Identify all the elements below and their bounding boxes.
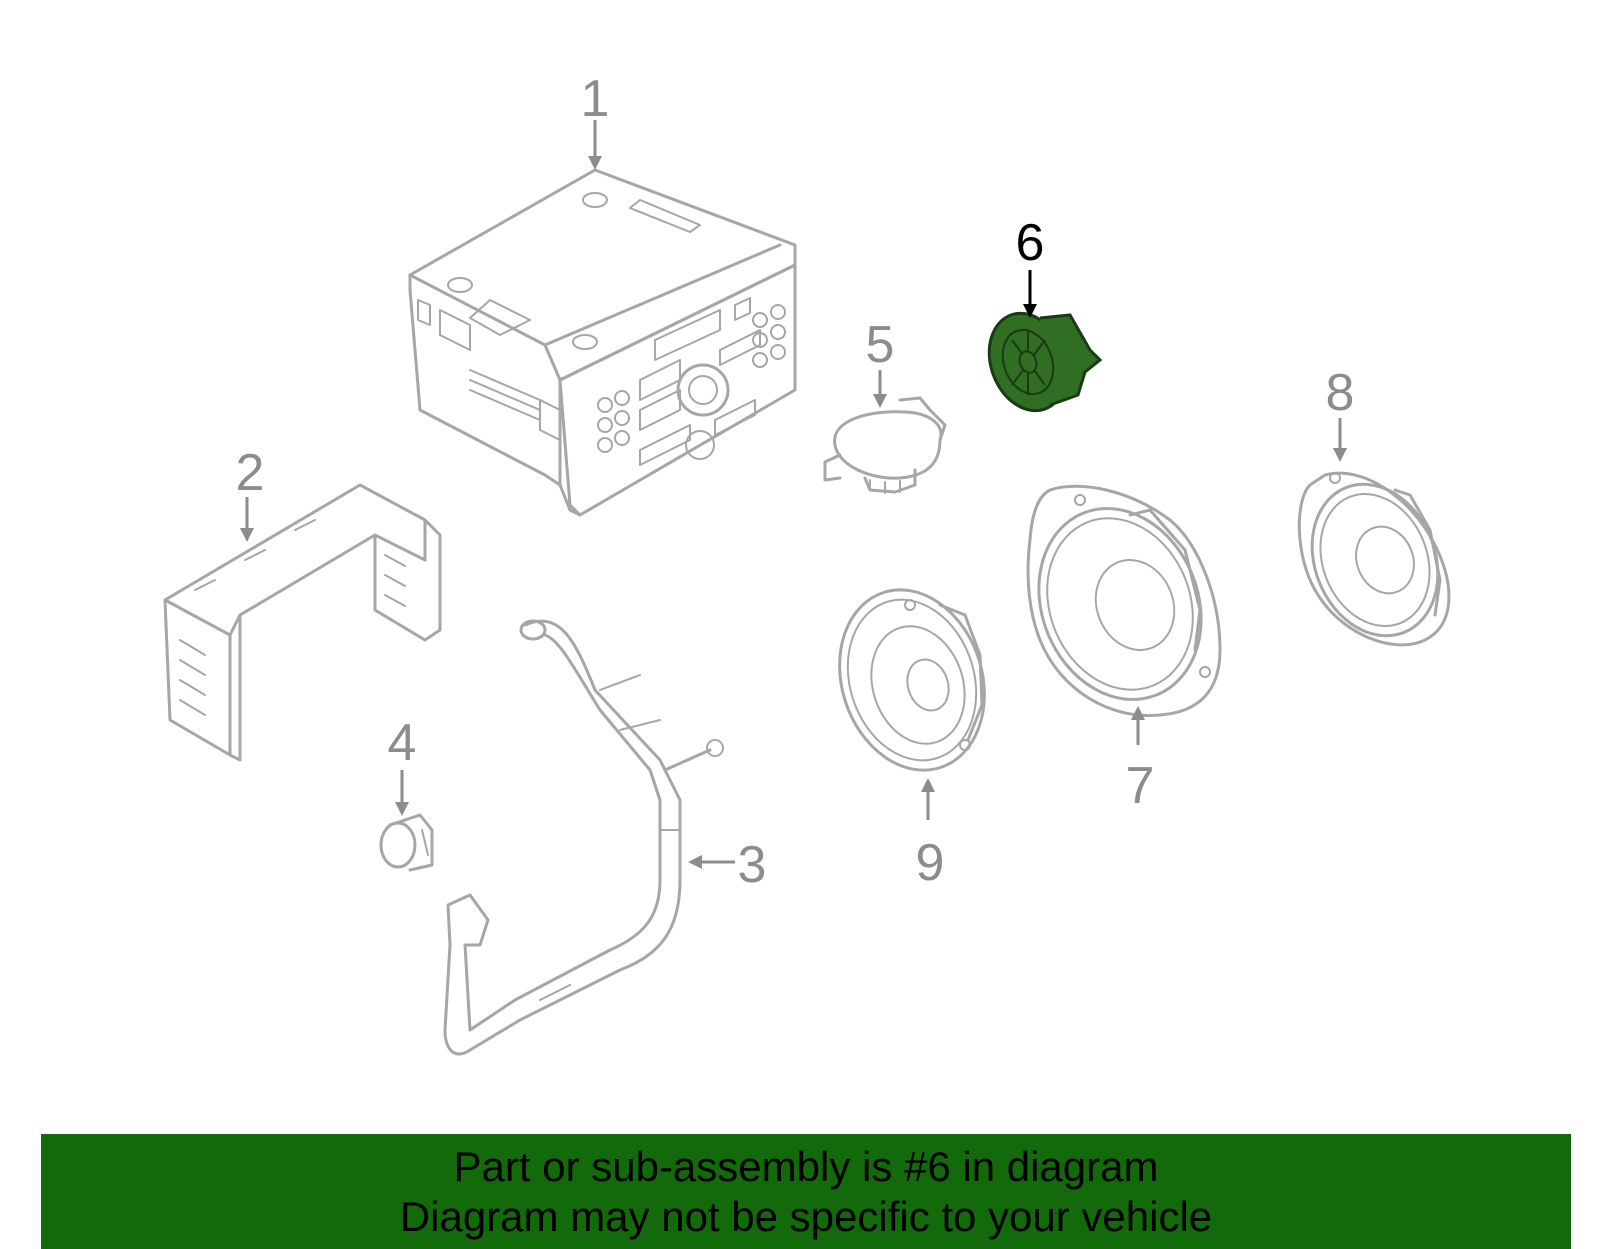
info-banner: Part or sub-assembly is #6 in diagram Di…: [41, 1134, 1571, 1249]
part-8-right-speaker[interactable]: [1290, 465, 1460, 655]
callout-6-highlighted[interactable]: 6: [1016, 214, 1045, 272]
leader-line-3: [688, 855, 735, 869]
banner-line-2: Diagram may not be specific to your vehi…: [399, 1193, 1213, 1240]
part-2-mounting-bracket[interactable]: [163, 483, 442, 762]
part-9-lower-speaker[interactable]: [817, 571, 1007, 789]
callout-2[interactable]: 2: [236, 444, 265, 502]
callout-9[interactable]: 9: [916, 834, 945, 892]
part-1-radio-unit[interactable]: [408, 168, 797, 517]
part-3-antenna-cable[interactable]: [443, 619, 724, 1056]
callout-7[interactable]: 7: [1126, 757, 1155, 815]
callout-4[interactable]: 4: [388, 714, 417, 772]
callout-8[interactable]: 8: [1326, 364, 1355, 422]
part-4-cylinder[interactable]: [379, 813, 434, 872]
callout-3[interactable]: 3: [738, 836, 767, 894]
leader-line-1: [588, 120, 602, 170]
callout-5[interactable]: 5: [866, 316, 895, 374]
part-6-speaker-ring[interactable]: [976, 302, 1103, 421]
callout-1[interactable]: 1: [581, 70, 610, 128]
leader-line-7: [1131, 706, 1145, 745]
leader-line-8: [1333, 418, 1347, 462]
banner-line-1: Part or sub-assembly is #6 in diagram: [453, 1143, 1159, 1190]
leader-line-6: [1023, 270, 1037, 318]
part-5-tweeter[interactable]: [823, 396, 947, 494]
part-7-large-speaker[interactable]: [1011, 484, 1229, 724]
leader-line-4: [395, 770, 409, 816]
leader-line-9: [921, 778, 935, 820]
leader-line-5: [873, 370, 887, 408]
leader-line-2: [240, 497, 254, 542]
